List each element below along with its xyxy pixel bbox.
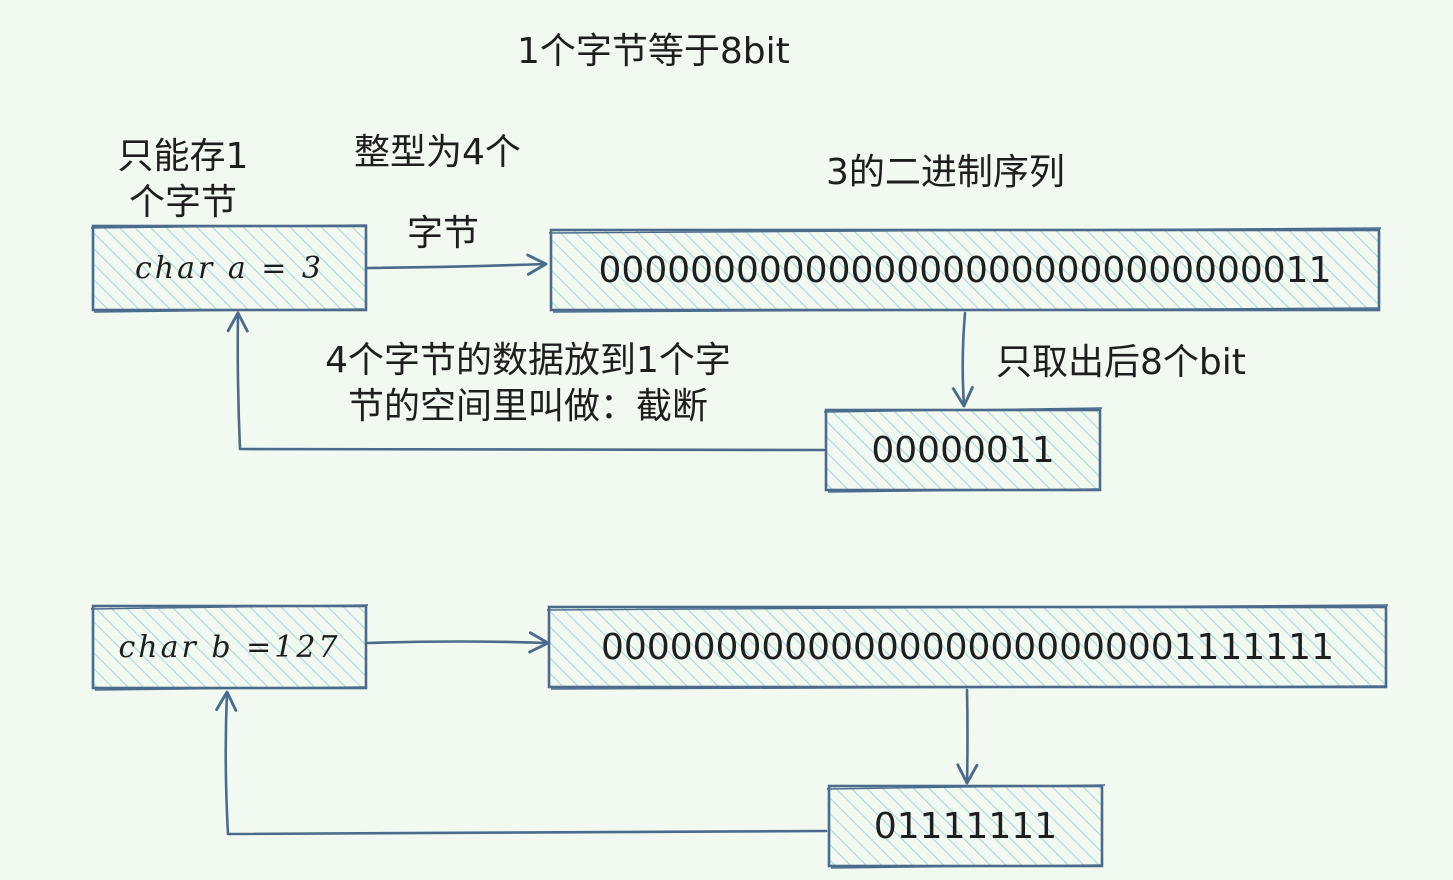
arrow-truncate-back-b [215, 690, 828, 836]
label-binary-of-3: 3的二进制序列 [826, 152, 1065, 193]
label-take-last-8: 只取出后8个bit [996, 342, 1246, 383]
int-bits-a: 00000000000000000000000000000011 [598, 249, 1332, 291]
char-bits-b: 01111111 [873, 805, 1058, 847]
label-truncation-line2: 节的空间里叫做：截断 [347, 386, 708, 427]
int-bits-b: 00000000000000000000000001111111 [601, 626, 1334, 668]
label-int-four: 整型为4个 [354, 132, 521, 173]
arrow-int-a-to-char [951, 311, 974, 408]
box-int-bits-a [548, 227, 1382, 313]
box-int-bits-b [546, 604, 1389, 690]
arrow-char-a-to-int [366, 253, 548, 276]
box-char-b [90, 604, 369, 691]
diagram-title: 1个字节等于8bit [517, 31, 790, 72]
arrow-int-b-to-char [956, 688, 979, 785]
label-only-one-byte: 只能存1 个字节 [98, 134, 268, 226]
box-char-bits-b [826, 784, 1106, 869]
char-b-declaration: char b =127 [118, 629, 341, 665]
label-only-one-byte-line1: 只能存1 [117, 136, 249, 177]
label-truncation-line1: 4个字节的数据放到1个字 [325, 340, 731, 381]
label-truncation: 4个字节的数据放到1个字 节的空间里叫做：截断 [290, 338, 766, 430]
label-int-bytes: 字节 [407, 213, 480, 254]
box-char-bits-a [823, 407, 1103, 493]
box-char-a [90, 224, 368, 313]
char-bits-a: 00000011 [871, 429, 1055, 471]
label-only-one-byte-line2: 个字节 [128, 182, 237, 223]
char-a-declaration: char a = 3 [134, 250, 325, 286]
arrow-char-b-to-int [366, 631, 550, 654]
arrow-truncate-back-a [226, 311, 826, 452]
